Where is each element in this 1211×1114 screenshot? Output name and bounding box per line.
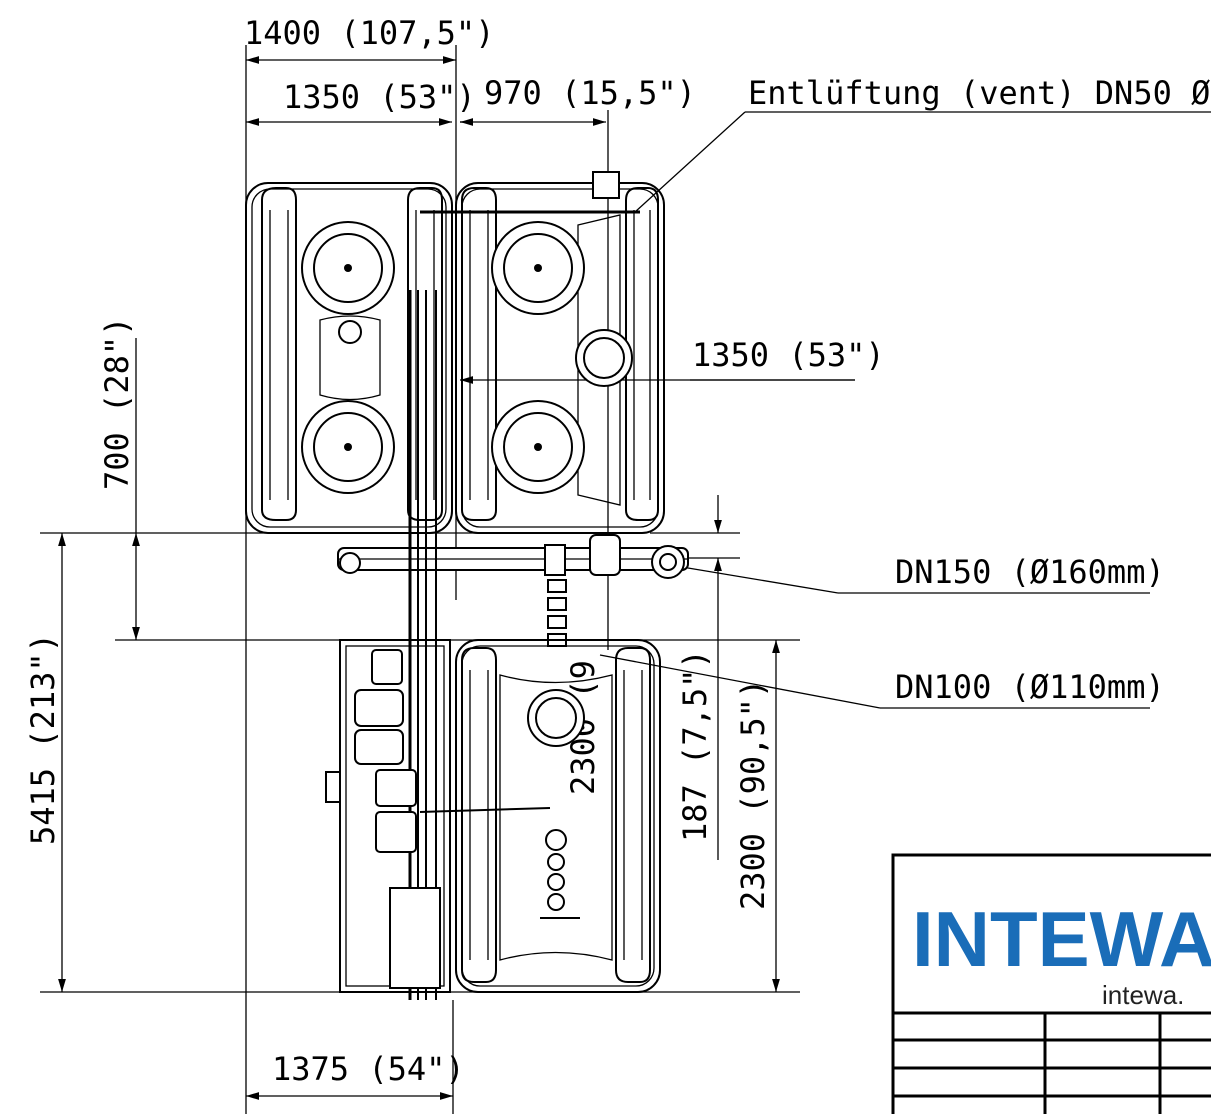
dim-1400: 1400 (107,5") (244, 14, 494, 52)
dim-dn150: DN150 (Ø160mm) (895, 553, 1165, 591)
dim-970: 970 (15,5") (484, 74, 696, 112)
dim-187: 187 (7,5") (676, 649, 714, 842)
dim-dn100: DN100 (Ø110mm) (895, 668, 1165, 706)
title-block: INTEWA intewa. (891, 853, 1211, 1114)
dim-1350-top: 1350 (53") (283, 78, 476, 116)
connecting-pipes (337, 290, 689, 1000)
tank-upper-right (420, 171, 665, 534)
dimension-labels: 1400 (107,5") 1350 (53") 970 (15,5") Ent… (24, 14, 1211, 1088)
pump-station (325, 639, 551, 993)
dim-5415: 5415 (213") (24, 633, 62, 845)
dim-700: 700 (28") (98, 317, 136, 490)
dim-1350-right: 1350 (53") (692, 336, 885, 374)
dim-2300: 2300 (90,5") (734, 679, 772, 910)
tank-lower (455, 639, 661, 993)
vent-label: Entlüftung (vent) DN50 Ø50 (748, 74, 1211, 112)
dim-1375: 1375 (54") (272, 1050, 465, 1088)
tank-upper-left (245, 182, 453, 534)
logo-website: intewa. (1102, 980, 1184, 1010)
logo-text: INTEWA (912, 895, 1211, 983)
